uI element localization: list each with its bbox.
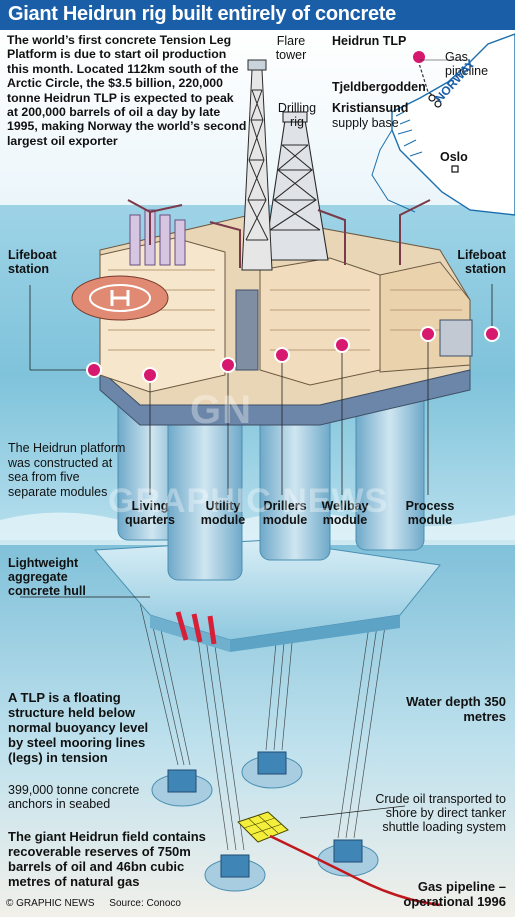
supply-base-label: supply base [332, 116, 399, 130]
page-title: Giant Heidrun rig built entirely of conc… [8, 3, 396, 25]
norway-map [371, 33, 515, 216]
living-quarters-label: Living quarters [124, 499, 176, 527]
process-module-marker [420, 326, 436, 342]
process-modules [235, 257, 473, 386]
cranes [127, 199, 431, 268]
intro-text: The world’s first concrete Tension Leg P… [7, 33, 247, 148]
process-module-label: Process module [405, 499, 455, 527]
crude-oil-label: Crude oil transported to shore by direct… [375, 792, 506, 834]
pointer-lines [20, 59, 493, 819]
platform-deck [71, 209, 473, 426]
lifeboat-right-label: Lifeboat station [457, 248, 506, 276]
tjeldbergodden-label: Tjeldbergodden [332, 80, 426, 94]
seabed-anchors [151, 751, 379, 892]
utility-module-label: Utility module [200, 499, 246, 527]
drillers-module-marker [274, 347, 290, 363]
heidrun-map-marker [411, 49, 427, 65]
loading-system [237, 811, 289, 843]
kristiansund-label: Kristiansund [332, 101, 409, 115]
source: Source: Conoco [109, 898, 181, 909]
hull-label: Lightweight aggregate concrete hull [8, 556, 86, 598]
footer: © GRAPHIC NEWS Source: Conoco [6, 898, 181, 909]
water-depth-label: Water depth 350 metres [406, 694, 506, 724]
title-bar: Giant Heidrun rig built entirely of conc… [0, 0, 515, 30]
hull-red-legs [175, 611, 217, 645]
copyright: © GRAPHIC NEWS [6, 898, 95, 909]
drillers-module-label: Drillers module [262, 499, 308, 527]
wellbay-module-label: Wellbay module [321, 499, 369, 527]
lifeboat-left-label: Lifeboat station [8, 248, 57, 276]
flare-tower [241, 59, 273, 271]
anchors-label: 399,000 tonne concrete anchors in seabed [8, 783, 140, 811]
wellbay-module-marker [334, 337, 350, 353]
living-quarters-marker [142, 367, 158, 383]
watermark-gn: GN [190, 388, 252, 432]
lifeboat-right-marker [484, 326, 500, 342]
gas-pipeline-map-label: Gas pipeline [445, 50, 489, 78]
oslo-label: Oslo [440, 150, 468, 164]
utility-module-marker [220, 357, 236, 373]
lifeboat-left-marker [86, 362, 102, 378]
tlp-description: A TLP is a floating structure held below… [8, 690, 149, 765]
heidrun-tlp-map-label: Heidrun TLP [332, 34, 407, 48]
modules-intro-label: The Heidrun platform was constructed at … [8, 441, 126, 499]
module-markers [86, 326, 500, 383]
drilling-rig-label: Drilling rig [277, 101, 317, 129]
gas-pipeline-map-line [417, 59, 441, 101]
flare-tower-label: Flare tower [275, 34, 307, 62]
reserves-label: The giant Heidrun field contains recover… [8, 829, 206, 889]
gas-pipeline-label: Gas pipeline – operational 1996 [403, 879, 506, 909]
helipad [71, 275, 169, 321]
drilling-derrick [263, 111, 329, 261]
gas-pipeline-line [269, 834, 441, 907]
watermark-graphic-news: GRAPHIC NEWS [108, 482, 389, 520]
